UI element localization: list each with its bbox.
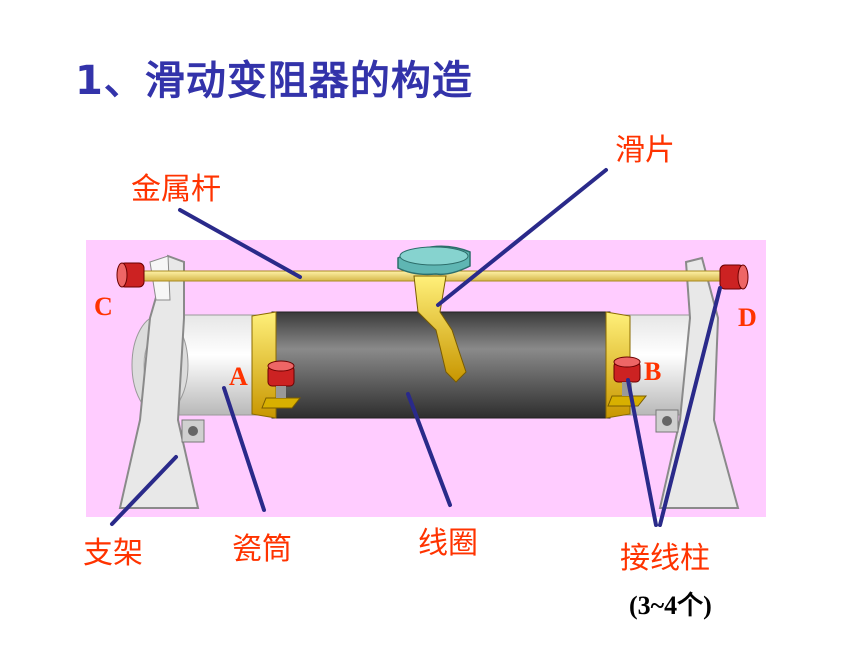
support-stand-left (118, 254, 205, 509)
label-support-stand: 支架 (83, 536, 143, 571)
terminal-post-b (607, 356, 648, 407)
label-slider: 滑片 (615, 133, 675, 168)
point-label-c: C (94, 292, 113, 321)
leader-line-tube (222, 386, 266, 512)
leader-line-terminal-b (626, 378, 658, 527)
point-label-a: A (229, 362, 248, 391)
leader-line-rod (178, 208, 302, 279)
point-label-b: B (644, 357, 662, 386)
label-ceramic-tube: 瓷筒 (232, 532, 292, 567)
brass-band-left (251, 311, 277, 419)
point-label-d: D (738, 303, 757, 332)
terminal-count-note: (3~4个) (629, 591, 712, 620)
label-metal-rod: 金属杆 (131, 172, 221, 207)
slider (397, 245, 471, 383)
leader-line-coil (406, 392, 452, 507)
leader-line-stand (110, 455, 178, 526)
terminal-post-d (719, 264, 749, 290)
leader-line-terminal-d (658, 286, 722, 527)
label-terminal-post: 接线柱 (620, 541, 710, 576)
terminal-post-c (116, 262, 145, 288)
terminal-post-a (261, 360, 302, 409)
leader-line-slider (436, 168, 608, 307)
label-coil: 线圈 (418, 526, 478, 561)
page-title: 1、滑动变阻器的构造 (75, 58, 473, 104)
